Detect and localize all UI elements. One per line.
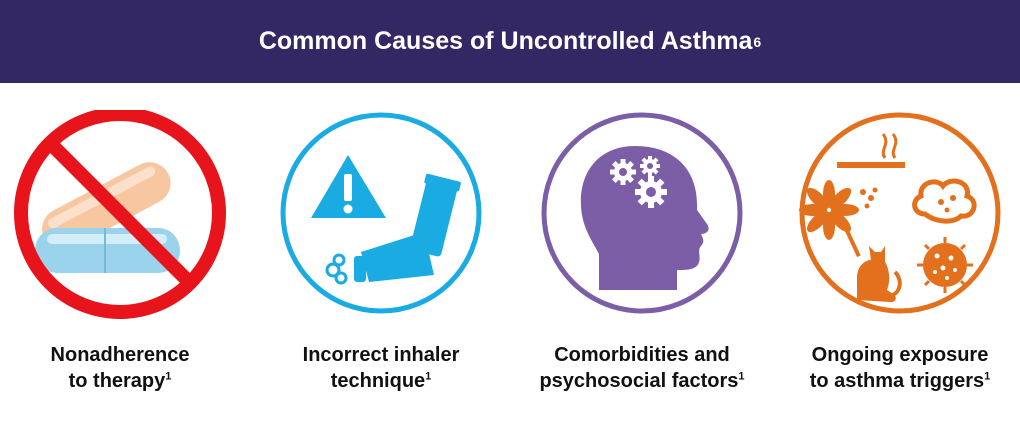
caption-line-2: to therapy: [68, 370, 166, 392]
caption-line-1: Nonadherence: [50, 344, 190, 366]
cause-card-inhaler: Incorrect inhaler technique1: [266, 110, 496, 410]
cause-caption: Ongoing exposure to asthma triggers1: [785, 342, 1015, 394]
caption-line-2: technique: [330, 370, 426, 392]
title-reference: 6: [753, 33, 762, 50]
cause-caption: Incorrect inhaler technique1: [266, 342, 496, 394]
asthma-triggers-icon: [799, 112, 1001, 314]
inhaler-warning-icon: [280, 112, 482, 314]
pollen-flower-icon: [799, 180, 878, 258]
caption-reference: 1: [165, 370, 172, 383]
caption-reference: 1: [738, 370, 745, 383]
cause-caption: Nonadherence to therapy1: [5, 342, 235, 394]
caption-reference: 1: [425, 370, 432, 383]
caption-line-2: psychosocial factors: [539, 370, 739, 392]
caption-line-2: to asthma triggers: [809, 370, 985, 392]
cause-card-comorbidities: Comorbidities and psychosocial factors1: [527, 110, 757, 410]
caption-line-1: Incorrect inhaler: [302, 344, 460, 366]
cause-caption: Comorbidities and psychosocial factors1: [527, 342, 757, 394]
caption-line-1: Comorbidities and: [554, 344, 730, 366]
cat-icon: [857, 246, 902, 302]
page-title: Common Causes of Uncontrolled Asthma: [258, 27, 753, 55]
head-gears-icon: [541, 112, 743, 314]
cigarette-icon: [837, 133, 905, 168]
caption-line-1: Ongoing exposure: [811, 344, 989, 366]
no-pill-icon: [14, 110, 226, 319]
mold-icon: [912, 178, 977, 224]
cause-card-nonadherence: Nonadherence to therapy1: [5, 110, 235, 410]
cause-card-triggers: Ongoing exposure to asthma triggers1: [785, 110, 1015, 410]
virus-icon: [917, 237, 973, 293]
caption-reference: 1: [984, 370, 991, 383]
